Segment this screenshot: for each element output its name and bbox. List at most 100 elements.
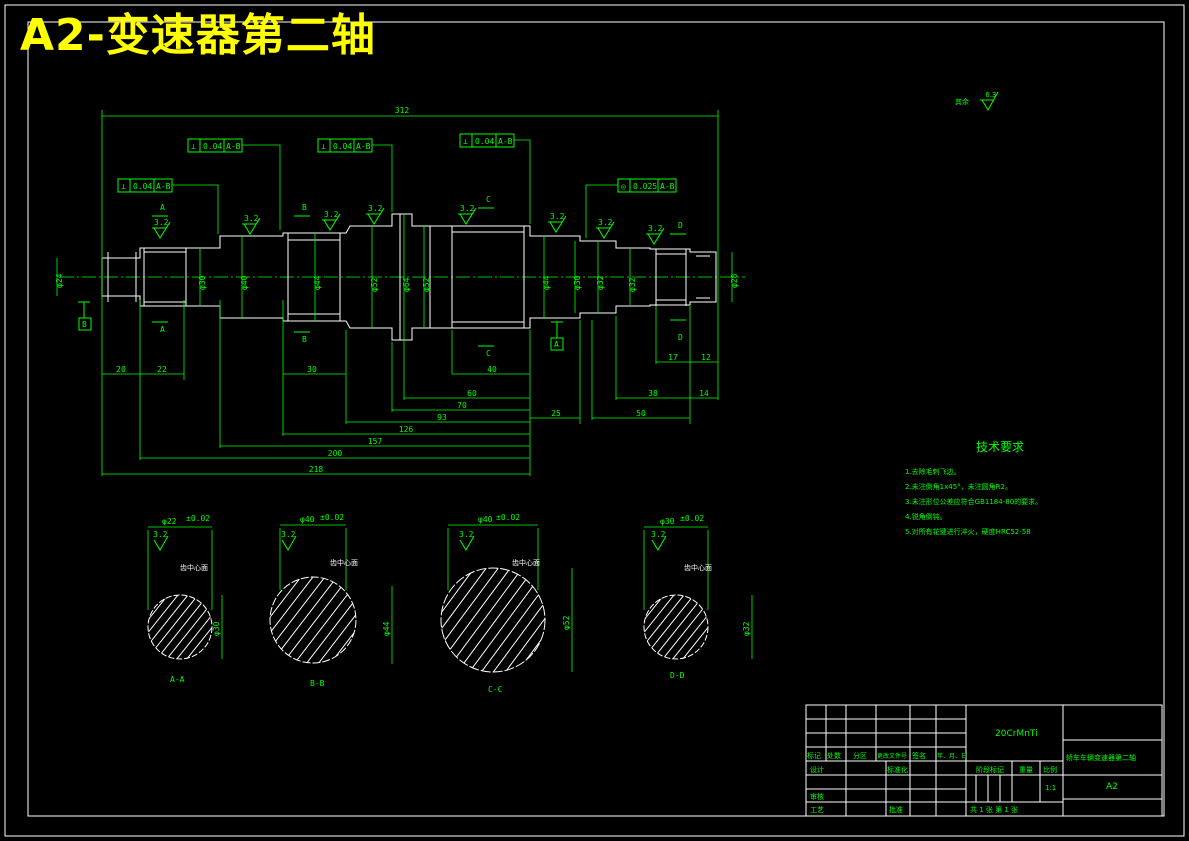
svg-text:3.2: 3.2 xyxy=(154,218,169,227)
dimension-texts: 312 20 22 30 40 60 70 93 25 126 157 200 … xyxy=(116,106,711,474)
sheet-border-outer xyxy=(4,4,1185,837)
dia-3: φ44 xyxy=(313,275,322,290)
dia-9: φ32 xyxy=(596,275,605,290)
svg-text:φ22: φ22 xyxy=(162,517,177,526)
tech-requirements: 技术要求 1.去除毛刺飞边。 2.未注倒角1x45°，未注圆角R2。 3.未注形… xyxy=(905,438,1135,540)
dim-h-0: 20 xyxy=(116,365,126,374)
tb-material: 20CrMnTi xyxy=(995,729,1038,739)
dim-h-10: 200 xyxy=(328,449,343,458)
dim-h-8: 126 xyxy=(399,425,414,434)
dim-h-2: 30 xyxy=(307,365,317,374)
svg-text:A: A xyxy=(160,203,165,212)
dim-h-16: 50 xyxy=(636,409,646,418)
tb-sheets: 共 1 张 第 1 张 xyxy=(970,806,1019,814)
dia-4: φ52 xyxy=(370,277,379,292)
svg-text:A-B: A-B xyxy=(660,182,675,191)
dim-h-14: 38 xyxy=(648,389,658,398)
drawing-title: A2-变速器第二轴 xyxy=(20,10,376,61)
dim-h-13: 12 xyxy=(701,353,711,362)
svg-text:3.2: 3.2 xyxy=(244,214,259,223)
svg-text:3.2: 3.2 xyxy=(368,204,383,213)
svg-text:±0.02: ±0.02 xyxy=(186,514,210,523)
gtol-frame-4: ◎ 0.025 A-B xyxy=(585,178,677,238)
svg-text:A-B: A-B xyxy=(498,137,513,146)
dia-10: φ32 xyxy=(628,277,637,292)
tb-review: 审核 xyxy=(810,793,824,801)
dia-8: φ30 xyxy=(573,275,582,290)
dim-h-11: 218 xyxy=(309,465,324,474)
datum-a: A xyxy=(554,340,559,349)
tb-row-label: 签名 xyxy=(912,752,926,760)
svg-text:齿中心面: 齿中心面 xyxy=(512,558,540,567)
sheet-border-inner xyxy=(27,21,1165,817)
dim-h-12: 17 xyxy=(668,353,678,362)
roughness-6: 3.2 xyxy=(596,218,615,239)
svg-text:⊥: ⊥ xyxy=(463,137,468,146)
svg-text:3.2: 3.2 xyxy=(651,530,666,539)
roughness-5: 3.2 xyxy=(548,212,567,233)
dim-h-3: 40 xyxy=(487,365,497,374)
svg-text:B-B: B-B xyxy=(310,679,325,688)
svg-text:齿中心面: 齿中心面 xyxy=(330,558,358,567)
svg-text:D-D: D-D xyxy=(670,671,685,680)
svg-text:C: C xyxy=(486,195,491,204)
svg-text:C-C: C-C xyxy=(488,685,503,694)
roughness-2: 3.2 xyxy=(322,210,341,231)
section-cut-labels: A A B B C C D D xyxy=(152,195,686,358)
dim-h-6: 93 xyxy=(437,413,447,422)
svg-text:0.04: 0.04 xyxy=(203,142,222,151)
svg-text:0.04: 0.04 xyxy=(475,137,494,146)
svg-text:3.2: 3.2 xyxy=(459,530,474,539)
tb-row-label: 分区 xyxy=(853,752,867,760)
svg-text:3.2: 3.2 xyxy=(153,530,168,539)
tech-item: 2.未注倒角1x45°，未注圆角R2。 xyxy=(905,483,1012,491)
svg-text:φ40: φ40 xyxy=(478,515,493,524)
dia-5: φ64 xyxy=(402,277,411,292)
svg-text:◎: ◎ xyxy=(621,182,626,191)
datum-boxes: B A xyxy=(78,301,564,351)
tech-item: 4.锐角倒钝。 xyxy=(905,513,947,521)
tb-process: 工艺 xyxy=(810,806,824,814)
gtol-frame-0: ⊥ 0.04 A-B xyxy=(187,138,281,230)
dia-11: φ28 xyxy=(730,273,739,288)
tech-heading: 技术要求 xyxy=(975,440,1024,454)
roughness-0: 3.2 xyxy=(152,218,171,239)
tech-item: 3.未注形位公差应符合GB1184-80的要求。 xyxy=(905,498,1043,506)
tb-design: 设计 xyxy=(810,766,824,774)
svg-text:B: B xyxy=(302,203,307,212)
dim-h-9: 157 xyxy=(368,437,383,446)
svg-text:0.04: 0.04 xyxy=(133,182,152,191)
dim-h-7: 25 xyxy=(551,409,561,418)
dia-0: φ24 xyxy=(55,273,64,288)
dia-1: φ30 xyxy=(198,275,207,290)
svg-text:A-B: A-B xyxy=(356,142,371,151)
tech-item: 5.对所有花键进行淬火，硬度HRC52-58 xyxy=(905,528,1031,536)
roughness-symbols: 3.2 3.2 3.2 3.2 3.2 3.2 3.2 3.2 xyxy=(152,91,999,245)
dia-7: φ44 xyxy=(542,275,551,290)
roughness-7: 3.2 xyxy=(646,224,665,245)
diameter-labels: φ24 φ30 φ40 φ44 φ52 φ64 φ52 φ44 φ30 φ32 … xyxy=(55,214,739,340)
svg-text:A-A: A-A xyxy=(170,675,185,684)
section-d-d: φ30 ±0.02 φ32 齿中心面 D-D xyxy=(643,514,753,680)
rough-other-note: 其余 6.3 xyxy=(955,91,996,107)
dimension-lines xyxy=(101,110,719,476)
svg-text:A: A xyxy=(160,325,165,334)
svg-text:±0.02: ±0.02 xyxy=(496,513,520,522)
section-b-b: φ40 ±0.02 φ44 齿中心面 B-B xyxy=(269,513,393,688)
svg-text:3.2: 3.2 xyxy=(550,212,565,221)
svg-text:±0.02: ±0.02 xyxy=(320,513,344,522)
tb-drawing-no: A2 xyxy=(1106,782,1118,792)
svg-text:C: C xyxy=(486,349,491,358)
svg-text:齿中心面: 齿中心面 xyxy=(180,563,208,572)
tb-row-label: 标记 xyxy=(807,752,821,760)
tb-scale-label: 比例 xyxy=(1043,766,1057,774)
rough-other-label: 其余 xyxy=(955,98,969,106)
section-roughness: 3.2 3.2 3.2 3.2 xyxy=(153,530,667,551)
section-a-a: φ22 ±0.02 φ30 齿中心面 A-A xyxy=(147,514,223,684)
shaft-main-view xyxy=(60,213,745,341)
svg-text:φ30: φ30 xyxy=(660,517,675,526)
svg-text:D: D xyxy=(678,221,683,230)
tolerance-frames: ⊥ 0.04 A-B ⊥ 0.04 A-B ⊥ 0.04 A-B ⊥ 0.04 … xyxy=(117,133,677,238)
svg-text:3.2: 3.2 xyxy=(324,210,339,219)
svg-text:D: D xyxy=(678,333,683,342)
